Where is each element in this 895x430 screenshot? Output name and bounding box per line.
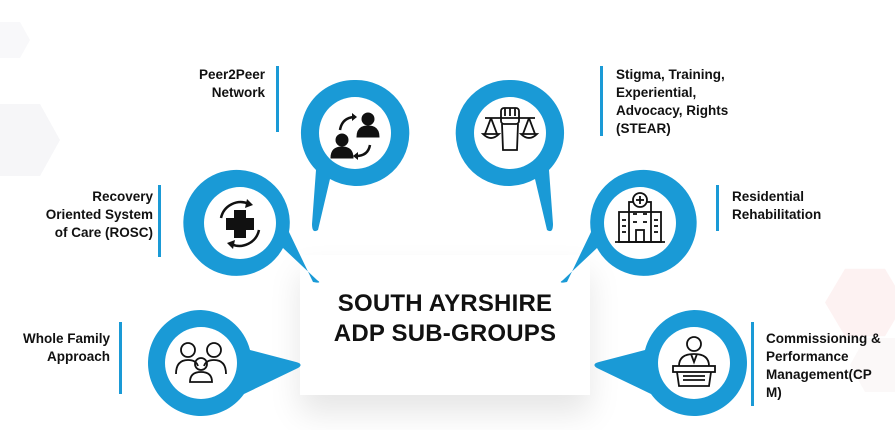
background-hexagon xyxy=(0,22,30,58)
label-divider xyxy=(751,322,754,406)
label-whole-family: Whole Family Approach xyxy=(0,330,110,366)
family-icon xyxy=(175,342,227,383)
label-line: of Care (ROSC) xyxy=(54,225,153,240)
label-divider xyxy=(276,66,279,132)
pin-stear xyxy=(455,78,565,238)
label-line: Performance xyxy=(766,349,849,364)
label-divider xyxy=(158,185,161,257)
label-line: Network xyxy=(211,85,265,100)
label-line: Management(CP xyxy=(766,367,872,382)
pin-residential xyxy=(555,168,697,288)
label-line: Experiential, xyxy=(616,85,697,100)
speaker-podium-icon xyxy=(672,336,716,387)
diagram-title-line-2: ADP SUB-GROUPS xyxy=(333,320,557,347)
background-hexagon xyxy=(825,268,895,337)
label-line: Whole Family xyxy=(22,331,110,346)
label-line: Residential xyxy=(732,189,805,204)
label-rosc: Recovery Oriented System of Care (ROSC) xyxy=(10,188,153,242)
label-line: Commissioning & xyxy=(766,331,881,346)
label-stear: Stigma, Training, Experiential, Advocacy… xyxy=(616,66,776,138)
label-line: Oriented System xyxy=(45,207,153,222)
label-divider xyxy=(600,66,603,136)
label-line: (STEAR) xyxy=(616,121,671,136)
label-peer2peer: Peer2Peer Network xyxy=(130,66,265,102)
label-line: M) xyxy=(766,385,782,400)
pin-whole-family xyxy=(146,308,306,418)
center-card xyxy=(300,255,590,395)
label-line: Advocacy, Rights xyxy=(616,103,729,118)
label-line: Peer2Peer xyxy=(198,67,265,82)
label-line: Approach xyxy=(46,349,110,364)
pin-peer2peer xyxy=(300,78,410,238)
diagram-title-line-1: SOUTH AYRSHIRE xyxy=(337,290,553,317)
label-line: Rehabilitation xyxy=(732,207,822,222)
label-line: Stigma, Training, xyxy=(616,67,725,82)
label-line: Recovery xyxy=(92,189,153,204)
background-hexagon xyxy=(0,104,60,176)
label-divider xyxy=(119,322,122,394)
pin-commissioning xyxy=(589,308,749,418)
label-divider xyxy=(716,185,719,231)
label-commissioning: Commissioning & Performance Management(C… xyxy=(766,330,894,402)
hospital-building-icon xyxy=(615,192,665,243)
fist-scales-icon xyxy=(480,107,540,151)
pin-rosc xyxy=(183,168,325,288)
exchange-people-icon xyxy=(330,112,380,160)
medical-cross-cycle-icon xyxy=(219,199,261,249)
label-residential: Residential Rehabilitation xyxy=(732,188,872,224)
